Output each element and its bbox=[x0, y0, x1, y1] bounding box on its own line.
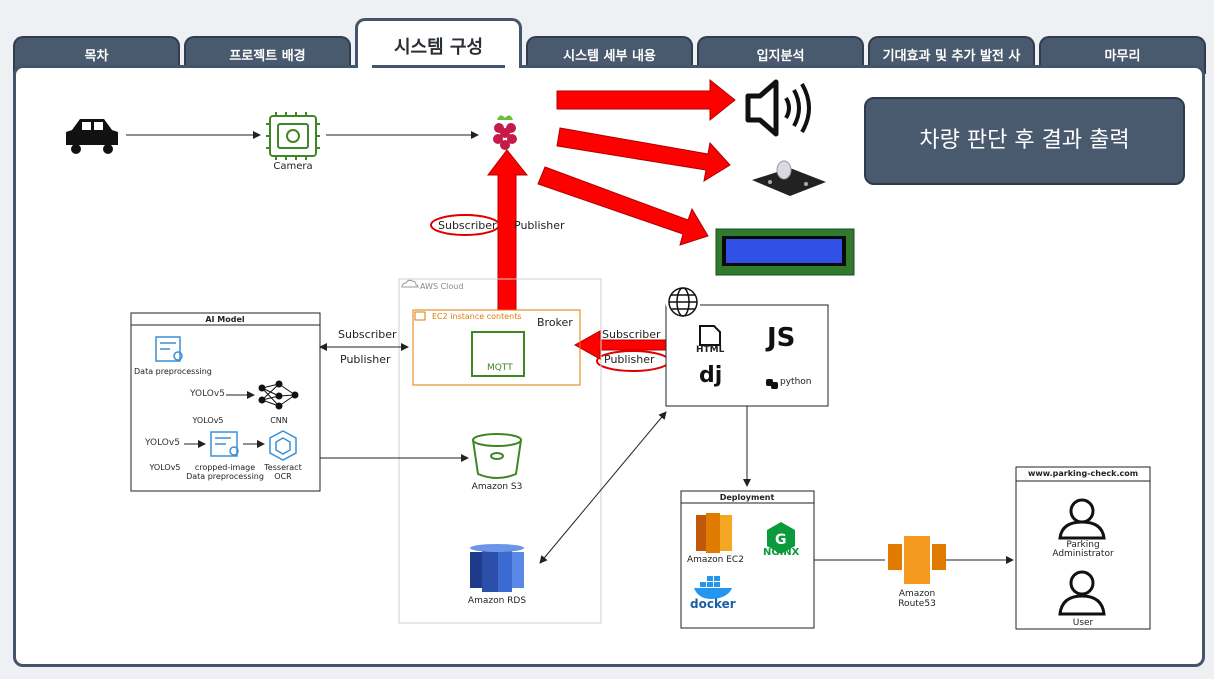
rds-icon bbox=[470, 544, 524, 592]
document-icon bbox=[155, 336, 183, 362]
output-callout: 차량 판단 후 결과 출력 bbox=[864, 97, 1185, 185]
cloud-icon bbox=[401, 279, 419, 288]
docker-label: docker bbox=[690, 597, 736, 611]
ai-publisher-label: Publisher bbox=[340, 353, 391, 366]
ec2-instance-box bbox=[412, 309, 581, 386]
tab-system-architecture[interactable]: 시스템 구성 bbox=[355, 18, 522, 68]
tesseract-label: Tesseract bbox=[264, 463, 302, 472]
tab-label: 시스템 구성 bbox=[393, 37, 484, 58]
publisher-label-top: Publisher bbox=[514, 219, 565, 232]
subscriber-label-top: Subscriber bbox=[438, 219, 497, 232]
car-icon bbox=[66, 119, 118, 154]
svg-text:G: G bbox=[775, 532, 787, 548]
html-label: HTML bbox=[696, 345, 725, 355]
cropped-image-label: cropped-image bbox=[194, 463, 256, 472]
output-arrows bbox=[486, 78, 736, 360]
nginx-label: NGINX bbox=[763, 547, 800, 558]
mqtt-label: MQTT bbox=[487, 363, 513, 373]
js-logo: JS bbox=[767, 323, 796, 353]
callout-text: 차량 판단 후 결과 출력 bbox=[919, 128, 1130, 153]
route53-label-2: Route53 bbox=[898, 599, 936, 609]
site-title: www.parking-check.com bbox=[1027, 469, 1139, 478]
cnn-label: CNN bbox=[270, 416, 288, 425]
user-avatar-icon bbox=[1058, 570, 1106, 616]
web-publisher-label: Publisher bbox=[604, 353, 655, 366]
nginx-icon: G bbox=[767, 522, 795, 554]
s3-bucket-icon bbox=[472, 433, 522, 479]
yolo-label-2: YOLOv5 bbox=[149, 463, 181, 472]
ocr-label: OCR bbox=[274, 472, 292, 481]
tab-label: 마무리 bbox=[1104, 49, 1141, 64]
globe-icon bbox=[668, 287, 698, 317]
django-logo: dj bbox=[699, 363, 723, 388]
document-icon bbox=[210, 431, 239, 457]
tab-label: 기대효과 및 추가 발전 사 bbox=[882, 49, 1021, 64]
web-subscriber-label: Subscriber bbox=[602, 328, 661, 341]
site-box bbox=[1015, 466, 1151, 630]
web-rds-arrow bbox=[539, 411, 667, 564]
tab-label: 목차 bbox=[84, 49, 109, 64]
mqtt-icon bbox=[471, 331, 525, 377]
ai-model-title: AI Model bbox=[205, 315, 245, 324]
tesseract-icon bbox=[269, 430, 297, 461]
yolo-logo-1: YOLOv5 bbox=[190, 389, 225, 399]
lcd-module-icon bbox=[715, 228, 855, 276]
html-file-icon bbox=[699, 325, 721, 346]
python-icon bbox=[766, 379, 778, 389]
yolo-label-1: YOLOv5 bbox=[192, 416, 224, 425]
tab-label: 프로젝트 배경 bbox=[229, 49, 306, 64]
data-preprocessing-label: Data preprocessing bbox=[134, 367, 212, 376]
raspberry-pi-icon bbox=[493, 115, 517, 150]
route53-icon bbox=[888, 536, 946, 584]
cnn-icon bbox=[258, 380, 299, 410]
yolo-logo-2: YOLOv5 bbox=[145, 438, 180, 448]
cropped-preprocessing-label: Data preprocessing bbox=[186, 472, 264, 481]
aws-cloud-label: AWS Cloud bbox=[420, 282, 464, 291]
user-label: User bbox=[1072, 618, 1094, 628]
deployment-box bbox=[680, 490, 815, 629]
ec2-icon bbox=[696, 513, 732, 553]
subscriber-highlight bbox=[430, 214, 500, 236]
python-label: python bbox=[780, 377, 812, 387]
route53-label: Amazon bbox=[898, 589, 936, 599]
web-box bbox=[665, 304, 829, 407]
docker-icon bbox=[694, 576, 732, 599]
tab-label: 입지분석 bbox=[756, 49, 805, 64]
camera-icon bbox=[266, 112, 320, 160]
rds-label: Amazon RDS bbox=[467, 596, 527, 606]
speaker-icon bbox=[745, 79, 811, 137]
broker-label: Broker bbox=[537, 316, 573, 329]
admin-label-2: Administrator bbox=[1052, 549, 1114, 559]
deployment-title: Deployment bbox=[719, 493, 775, 502]
ec2-label: Amazon EC2 bbox=[687, 555, 744, 565]
ai-subscriber-label: Subscriber bbox=[338, 328, 397, 341]
s3-label: Amazon S3 bbox=[471, 482, 523, 492]
tab-label: 시스템 세부 내용 bbox=[563, 49, 656, 64]
admin-avatar-icon bbox=[1058, 498, 1106, 540]
admin-label-1: Parking bbox=[1066, 540, 1100, 550]
camera-label: Camera bbox=[273, 161, 313, 172]
ec2-instance-label: EC2 instance contents bbox=[432, 312, 522, 321]
led-module-icon bbox=[752, 160, 826, 196]
